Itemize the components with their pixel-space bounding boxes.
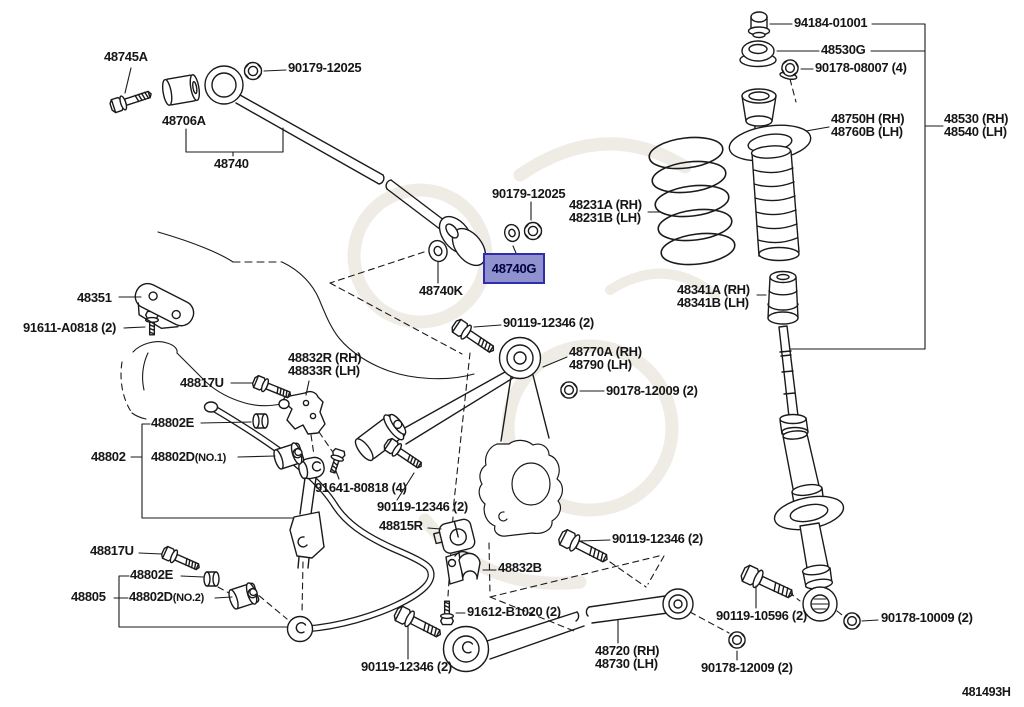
part-label-90179-12025-mid[interactable]: 90179-12025 bbox=[492, 186, 566, 201]
highlighted-part-label[interactable]: 48740G bbox=[483, 253, 545, 284]
part-label-48530-48540[interactable]: 48530 (RH) 48540 (LH) bbox=[944, 111, 1009, 139]
part-label-91641[interactable]: 91641-80818 (4) bbox=[315, 480, 407, 495]
part-label-48815R[interactable]: 48815R bbox=[379, 518, 423, 533]
body-outline bbox=[121, 232, 474, 419]
part-label-48750H-48760B[interactable]: 48750H (RH) 48760B (LH) bbox=[831, 111, 905, 139]
leader-lines bbox=[114, 24, 943, 660]
part-label-48790[interactable]: 48790 (LH) bbox=[569, 357, 632, 372]
bolt-48817U-upper bbox=[250, 373, 294, 403]
part-label-90178-08007[interactable]: 90178-08007 (4) bbox=[815, 60, 907, 75]
part-label-48540[interactable]: 48540 (LH) bbox=[944, 124, 1007, 139]
part-label-48706A[interactable]: 48706A bbox=[162, 113, 206, 128]
bolt-90119-10596 bbox=[738, 562, 798, 605]
part-label-48802D[interactable]: 48802D bbox=[151, 449, 195, 464]
part-label-91612[interactable]: 91612-B1020 (2) bbox=[467, 604, 561, 619]
part-label-91611[interactable]: 91611-A0818 (2) bbox=[23, 320, 117, 335]
watermark bbox=[354, 144, 715, 583]
part-label-no2: (NO.2) bbox=[172, 592, 205, 604]
part-label-90119-12346-c[interactable]: 90119-12346 (2) bbox=[612, 531, 703, 546]
nut-90178-12009-a bbox=[560, 381, 578, 399]
part-label-90178-12009-b[interactable]: 90178-12009 (2) bbox=[701, 660, 793, 675]
part-label-48231[interactable]: 48231A (RH) 48231B (LH) bbox=[569, 198, 642, 224]
part-label-48740K[interactable]: 48740K bbox=[419, 283, 463, 298]
part-label-48802E-b[interactable]: 48802E bbox=[130, 567, 174, 582]
part-label-48720[interactable]: 48720 (RH) bbox=[595, 643, 660, 658]
part-label-48833R[interactable]: 48833R (LH) bbox=[288, 363, 360, 378]
bushing-48802E-upper bbox=[252, 413, 269, 429]
part-label-48760B[interactable]: 48760B (LH) bbox=[831, 124, 903, 139]
part-label-94184-01001[interactable]: 94184-01001 bbox=[794, 15, 868, 30]
bushing-48802E-lower bbox=[203, 571, 220, 587]
bushing-48802D-no2 bbox=[226, 580, 261, 612]
part-label-90119-10596[interactable]: 90119-10596 (2) bbox=[716, 608, 807, 623]
bar-bushing-48815R bbox=[432, 518, 476, 556]
shock-absorber-drawing bbox=[772, 326, 847, 621]
part-label-48802D[interactable]: 48802D bbox=[129, 589, 173, 604]
assembly-dashed-lines bbox=[218, 79, 846, 633]
lateral-rod-48740 bbox=[205, 66, 492, 272]
part-label-48770A-48790[interactable]: 48770A (RH) 48790 (LH) bbox=[569, 345, 642, 371]
part-label-48832R[interactable]: 48832R (RH) bbox=[288, 350, 362, 365]
part-label-48802D-no1[interactable]: 48802D(NO.1) bbox=[151, 450, 226, 465]
part-label-48341B[interactable]: 48341B (LH) bbox=[677, 295, 749, 310]
nut-90178-10009 bbox=[843, 612, 861, 630]
part-label-48740[interactable]: 48740 bbox=[214, 156, 249, 171]
part-label-48231A[interactable]: 48231A (RH) bbox=[569, 197, 642, 212]
nut-90178-12009-b bbox=[728, 631, 746, 649]
part-label-48351[interactable]: 48351 bbox=[77, 290, 112, 305]
bolt-91641 bbox=[326, 447, 347, 475]
strut-mount-drawing bbox=[727, 12, 813, 261]
part-label-48341[interactable]: 48341A (RH) 48341B (LH) bbox=[677, 283, 750, 309]
part-label-48231B[interactable]: 48231B (LH) bbox=[569, 210, 641, 225]
bolt-90119-12346-b bbox=[381, 436, 426, 473]
part-label-no1: (NO.1) bbox=[194, 452, 227, 464]
part-label-90119-12346-a[interactable]: 90119-12346 (2) bbox=[503, 315, 594, 330]
bump-stop-drawing bbox=[768, 272, 798, 325]
coil-spring-drawing bbox=[647, 134, 736, 269]
part-label-90119-12346-b[interactable]: 90119-12346 (2) bbox=[377, 499, 468, 514]
part-label-48805[interactable]: 48805 bbox=[71, 589, 106, 604]
part-label-90178-10009[interactable]: 90178-10009 (2) bbox=[881, 610, 973, 625]
upper-arm-drawing bbox=[351, 338, 549, 465]
washer-48740G bbox=[502, 222, 522, 244]
part-label-90178-12009-a[interactable]: 90178-12009 (2) bbox=[606, 383, 698, 398]
bolt-90119-12346-d bbox=[391, 603, 445, 643]
part-label-48530G[interactable]: 48530G bbox=[821, 42, 866, 57]
part-label-48720-48730[interactable]: 48720 (RH) 48730 (LH) bbox=[595, 643, 660, 671]
part-label-48802E-a[interactable]: 48802E bbox=[151, 415, 195, 430]
lower-arm-drawing bbox=[444, 589, 694, 672]
part-label-48770A[interactable]: 48770A (RH) bbox=[569, 344, 642, 359]
bar-clamp-48832B bbox=[446, 552, 480, 584]
part-label-48745A[interactable]: 48745A bbox=[104, 49, 148, 64]
part-label-48802D-no2[interactable]: 48802D(NO.2) bbox=[129, 590, 204, 605]
part-label-90119-12346-d[interactable]: 90119-12346 (2) bbox=[361, 659, 452, 674]
diagram-code: 481493H bbox=[962, 685, 1011, 699]
part-label-48341A[interactable]: 48341A (RH) bbox=[677, 282, 750, 297]
part-label-48817U-b[interactable]: 48817U bbox=[90, 543, 134, 558]
part-label-48832B[interactable]: 48832B bbox=[498, 560, 542, 575]
part-label-48530[interactable]: 48530 (RH) bbox=[944, 111, 1009, 126]
part-label-90179-12025-top[interactable]: 90179-12025 bbox=[288, 60, 362, 75]
stabilizer-link-drawing bbox=[279, 392, 326, 568]
bracket-48351 bbox=[127, 279, 198, 338]
bushing-48706A bbox=[161, 74, 201, 106]
part-label-48817U-a[interactable]: 48817U bbox=[180, 375, 224, 390]
bolt-91612 bbox=[440, 600, 454, 626]
bolt-90119-12346-a bbox=[449, 316, 499, 358]
bolt-48745A bbox=[108, 86, 154, 115]
part-label-48730[interactable]: 48730 (LH) bbox=[595, 656, 658, 671]
nut-90179-top bbox=[243, 61, 263, 81]
part-label-48802[interactable]: 48802 bbox=[91, 449, 126, 464]
knuckle-drawing bbox=[479, 440, 562, 536]
nut-90179-mid bbox=[523, 221, 543, 241]
part-label-48832R-48833R[interactable]: 48832R (RH) 48833R (LH) bbox=[288, 350, 362, 378]
bolt-90119-12346-c bbox=[555, 527, 612, 569]
part-label-48750H[interactable]: 48750H (RH) bbox=[831, 111, 905, 126]
